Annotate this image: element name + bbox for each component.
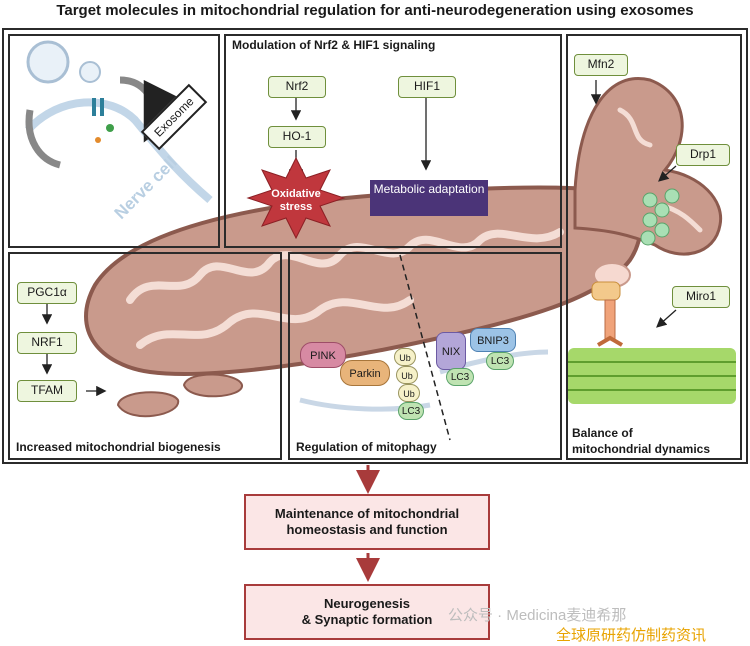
mitophagy-panel-title: Regulation of mitophagy (296, 440, 437, 454)
neurogenesis-line1: Neurogenesis (324, 596, 410, 611)
tfam-box: TFAM (17, 380, 77, 402)
ubiquitin-3: Ub (398, 384, 420, 402)
fusion-mitochondrion (573, 77, 723, 256)
figure-border (2, 28, 748, 464)
nix-protein: NIX (436, 332, 466, 370)
figure-title: Target molecules in mitochondrial regula… (56, 2, 694, 19)
biogenesis-mitochondria (116, 373, 243, 418)
lc3-bnip3: LC3 (486, 352, 514, 370)
metabolic-adaptation-box: Metabolic adaptation (370, 180, 488, 216)
nrf2-box: Nrf2 (268, 76, 326, 98)
hif1-box: HIF1 (398, 76, 456, 98)
miro1-box: Miro1 (672, 286, 730, 308)
drp1-ring (640, 188, 680, 246)
ubiquitin-2: Ub (396, 366, 418, 384)
ubiquitin-1: Ub (394, 348, 416, 366)
lc3-parkin: LC3 (398, 402, 424, 420)
nrf2-panel-title: Modulation of Nrf2 & HIF1 signaling (232, 38, 436, 52)
neurogenesis-box: Neurogenesis & Synaptic formation (244, 584, 490, 640)
bnip3-protein: BNIP3 (470, 328, 516, 352)
ho1-box: HO-1 (268, 126, 326, 148)
microtubule (568, 348, 736, 404)
pathway-arrows (41, 80, 677, 397)
watermark-tagline: 全球原研药仿制药资讯 (556, 627, 707, 644)
dynamics-panel (566, 34, 742, 460)
parkin-protein: Parkin (340, 360, 390, 386)
oxidative-stress-label: Oxidative stress (271, 188, 321, 213)
watermark-account: 公众号 · Medicina麦迪希那 (448, 607, 627, 624)
mfn2-box: Mfn2 (574, 54, 628, 76)
drp1-box: Drp1 (676, 144, 730, 166)
dynamics-title-line2: mitochondrial dynamics (572, 442, 711, 456)
mitophagy-divider (399, 254, 451, 441)
biogenesis-panel (8, 252, 282, 460)
nrf2-hif1-panel (224, 34, 562, 248)
neurogenesis-line2: & Synaptic formation (301, 612, 433, 627)
exosome-panel (8, 34, 220, 248)
miro1-complex (591, 262, 631, 347)
biogenesis-panel-title: Increased mitochondrial biogenesis (16, 440, 221, 454)
nrf1-box: NRF1 (17, 332, 77, 354)
mitophagy-panel (288, 252, 562, 460)
pgc1a-box: PGC1α (17, 282, 77, 304)
lc3-nix: LC3 (446, 368, 474, 386)
oxidative-stress-star (246, 156, 346, 240)
dynamics-title-line1: Balance of (572, 426, 633, 440)
pink-protein: PINK (300, 342, 346, 368)
maintenance-box: Maintenance of mitochondrial homeostasis… (244, 494, 490, 550)
